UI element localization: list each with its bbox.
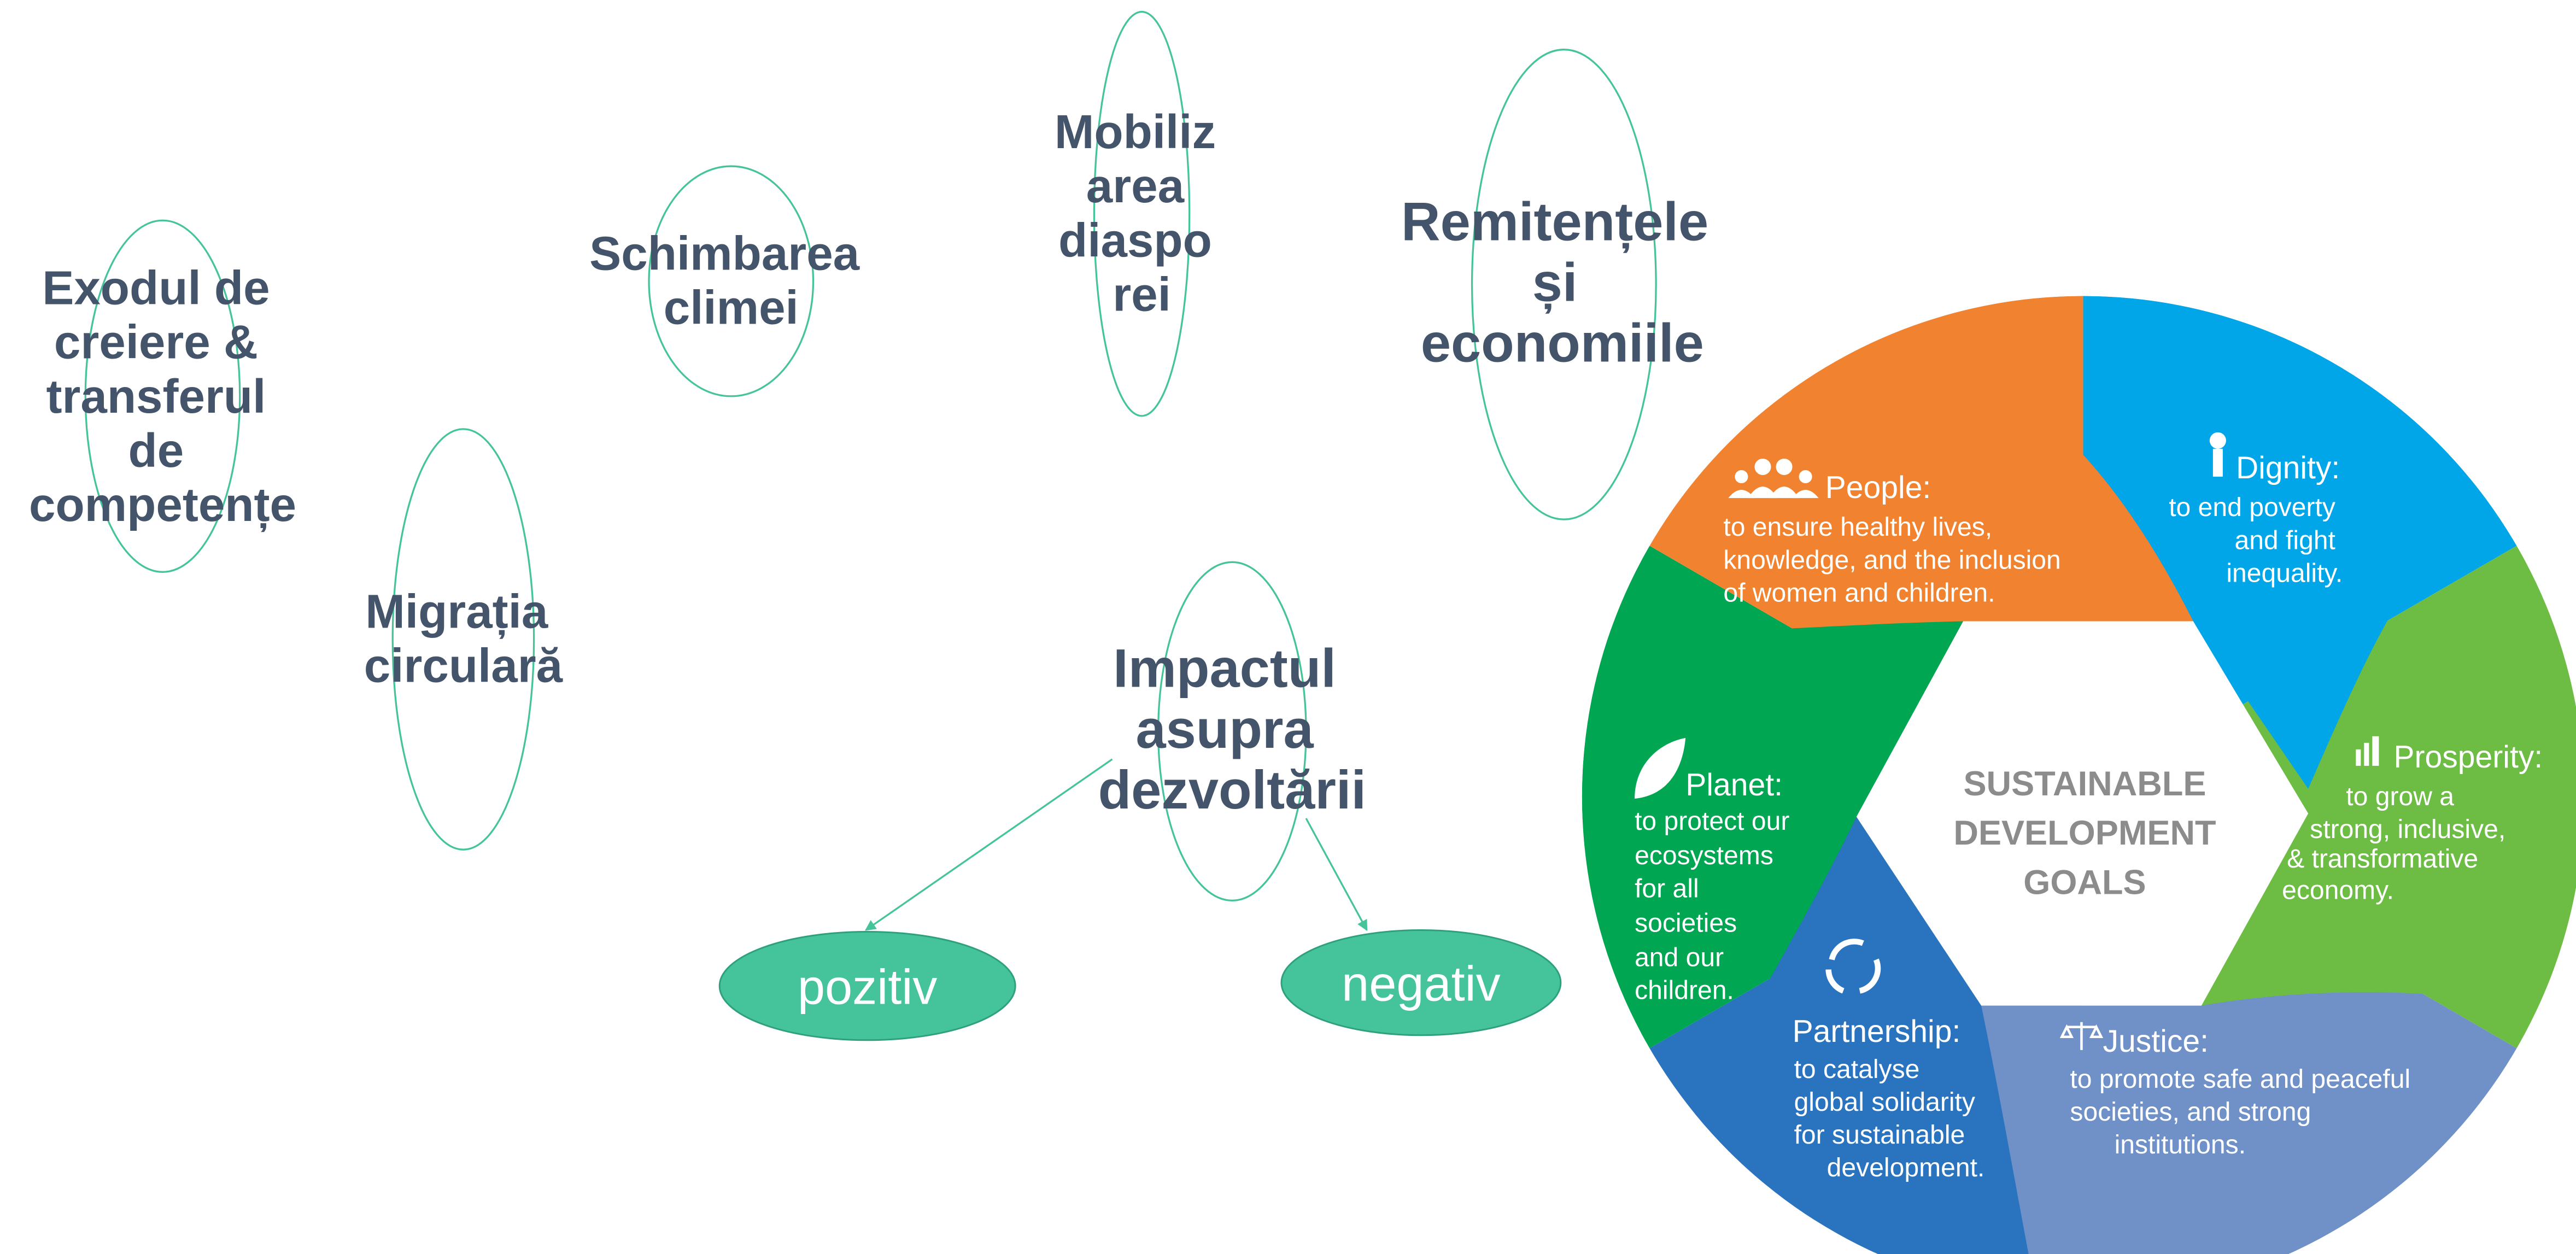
- schimbarea-outline: [648, 165, 815, 397]
- concept-exodul: Exodul de creiere & transferul de compet…: [29, 261, 296, 532]
- cycle-icon: [1825, 939, 1881, 994]
- sdg-center-line-2: DEVELOPMENT: [1953, 814, 2216, 852]
- remitentele-outline: [1471, 49, 1657, 520]
- concept-remitentele: Remitențele și economiile: [1401, 191, 1724, 373]
- svg-text:to protect our ecosyst: to protect our ecosystems for all societ…: [1635, 806, 1797, 1005]
- sdg-center-hexagon: [1856, 621, 2309, 1006]
- negativ-label: negativ: [1342, 957, 1501, 1012]
- partnership-title: Partnership:: [1793, 1014, 1961, 1049]
- svg-text:to grow a strong, inc: to grow a strong, inclusive, & transform…: [2282, 782, 2513, 905]
- concept-outlines: [84, 10, 1657, 902]
- segment-dignity: Dignity: to end poverty and fight inequa…: [2169, 432, 2343, 588]
- outcome-negativ: negativ: [1280, 929, 1562, 1036]
- segment-prosperity: Prosperity: to grow a strong, inclusive,…: [2282, 736, 2543, 905]
- dignity-icon: [2209, 432, 2226, 477]
- arrow-to-pozitiv: [865, 758, 1113, 931]
- concept-schimbarea: Schimbarea climei: [589, 227, 873, 334]
- prosperity-title: Prosperity:: [2393, 740, 2543, 775]
- people-icon: [1728, 458, 1819, 499]
- segment-planet: Planet: to protect our ecosystems for al…: [1635, 737, 1797, 1005]
- sdg-wheel: SUSTAINABLE DEVELOPMENT GOALS People: to…: [1582, 296, 2576, 1254]
- justice-title: Justice:: [2103, 1024, 2209, 1059]
- pozitiv-label: pozitiv: [798, 960, 938, 1015]
- concept-migratia: Migrația circulară: [364, 585, 564, 693]
- arrow-to-negativ: [1305, 818, 1368, 931]
- people-title: People:: [1825, 470, 1931, 505]
- dignity-title: Dignity:: [2236, 450, 2340, 485]
- leaf-icon: [1635, 737, 1686, 799]
- concept-impactul: Impactul asupra dezvoltării: [1098, 638, 1366, 821]
- svg-text:to promote safe and peaceful: to promote safe and peaceful societies, …: [2070, 1064, 2417, 1159]
- segment-justice: Justice: to promote safe and peaceful so…: [2059, 1022, 2417, 1159]
- svg-text:to catalyse global sol: to catalyse global solidarity for sustai…: [1794, 1054, 1985, 1182]
- bar-chart-icon: [2356, 736, 2379, 766]
- planet-title: Planet:: [1685, 767, 1783, 802]
- svg-text:to ensure healthy lives,: to ensure healthy lives, knowledge, and …: [1723, 512, 2068, 607]
- svg-text:to end poverty and fig: to end poverty and fight inequality.: [2169, 493, 2343, 588]
- concept-mobilizarea: Mobiliz area diaspo rei: [1055, 106, 1229, 321]
- sdg-center-line-3: GOALS: [2023, 863, 2146, 901]
- mobilizarea-outline: [1093, 10, 1191, 417]
- outcome-pozitiv: pozitiv: [718, 930, 1016, 1041]
- impactul-outline: [1157, 561, 1307, 902]
- segment-people: People: to ensure healthy lives, knowled…: [1723, 458, 2068, 607]
- exodul-outline: [84, 219, 241, 573]
- segment-partnership: Partnership: to catalyse global solidari…: [1793, 939, 1985, 1182]
- scales-icon: [2059, 1022, 2104, 1050]
- migratia-outline: [391, 428, 535, 851]
- sdg-center-line-1: SUSTAINABLE: [1963, 765, 2206, 803]
